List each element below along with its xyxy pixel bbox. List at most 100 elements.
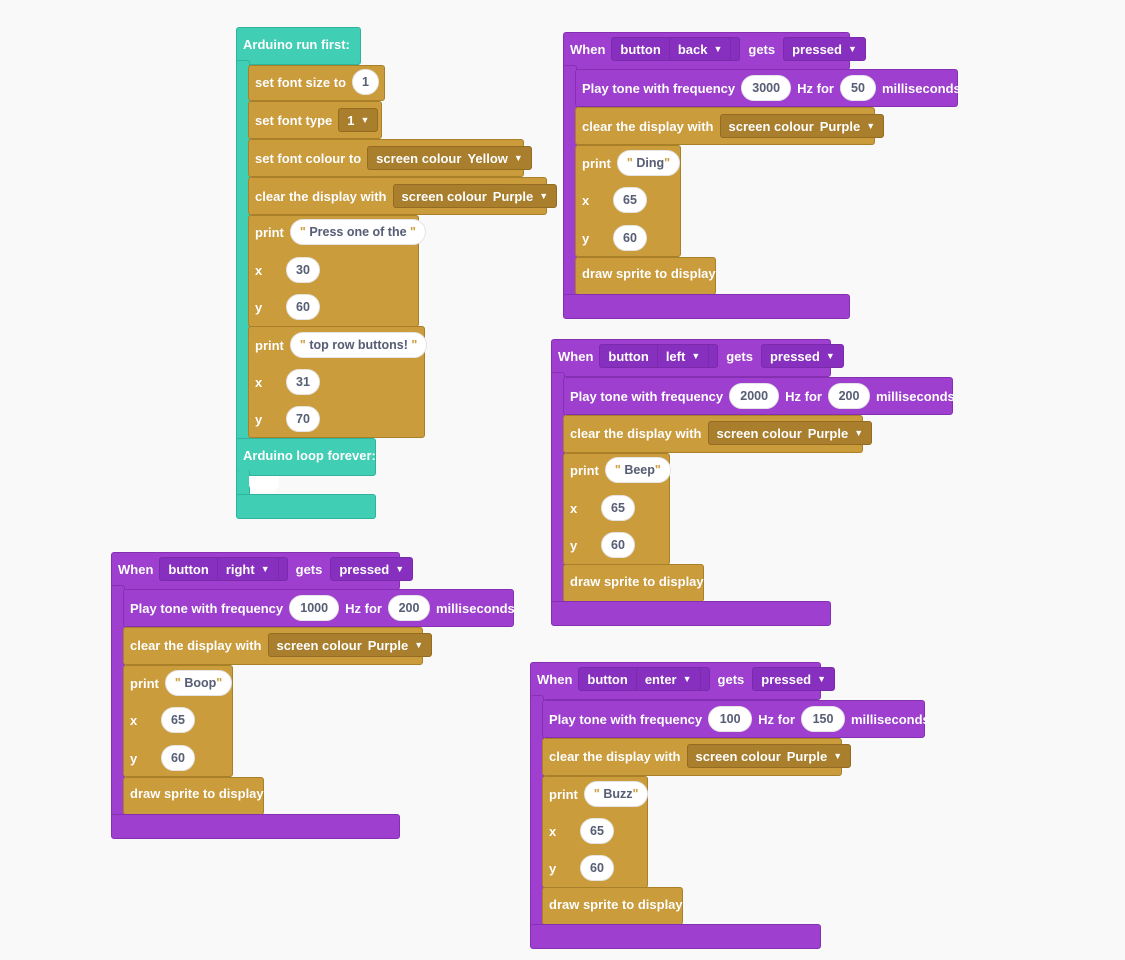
draw-sprite-block[interactable]	[123, 777, 264, 815]
play-tone-label: Play tone with frequency	[549, 711, 703, 727]
clear-display-label: clear the display with	[255, 188, 387, 204]
draw-sprite-block[interactable]	[542, 887, 683, 925]
y-label: y	[255, 299, 263, 315]
print-text-input[interactable]: " Beep"	[604, 457, 671, 483]
x-input[interactable]: 30	[286, 257, 320, 283]
x-label: x	[130, 712, 138, 728]
button-key-dropdown[interactable]: left▼	[656, 344, 710, 368]
button-key-dropdown[interactable]: enter▼	[635, 667, 701, 691]
y-input[interactable]: 60	[601, 532, 635, 558]
y-label: y	[570, 537, 578, 553]
duration-input[interactable]: 200	[828, 383, 870, 409]
print-label: print	[570, 462, 599, 478]
button-selector[interactable]: button back▼	[611, 37, 741, 61]
chevron-down-icon: ▼	[854, 428, 864, 438]
y-input[interactable]: 60	[613, 225, 647, 251]
chevron-down-icon: ▼	[539, 191, 549, 201]
print-text-value: Beep	[624, 463, 655, 477]
x-input[interactable]: 31	[286, 369, 320, 395]
print-text-input[interactable]: " Ding"	[616, 150, 681, 176]
print-text-value: Ding	[636, 156, 665, 170]
print-label: print	[255, 224, 284, 240]
font-size-input[interactable]: 1	[352, 69, 379, 95]
button-selector[interactable]: button enter▼	[578, 667, 710, 691]
event-dropdown[interactable]: pressed▼	[760, 344, 844, 368]
milliseconds-label: milliseconds	[436, 600, 515, 616]
font-colour-value: Yellow	[467, 150, 508, 166]
button-selector[interactable]: button left▼	[599, 344, 719, 368]
y-input[interactable]: 60	[286, 294, 320, 320]
x-input[interactable]: 65	[613, 187, 647, 213]
x-input[interactable]: 65	[601, 495, 635, 521]
y-input[interactable]: 60	[161, 745, 195, 771]
chevron-down-icon: ▼	[360, 115, 370, 125]
gets-label: gets	[748, 41, 776, 57]
clear-display-label: clear the display with	[582, 118, 714, 134]
x-input[interactable]: 65	[580, 818, 614, 844]
button-label: button	[620, 41, 661, 57]
duration-input[interactable]: 50	[840, 75, 876, 101]
x-input[interactable]: 65	[161, 707, 195, 733]
print-label: print	[130, 675, 159, 691]
clear-colour-value: Purple	[492, 188, 534, 204]
loop-slot-notch	[249, 476, 279, 492]
loop-forever-block[interactable]	[236, 438, 376, 476]
event-value: pressed	[339, 561, 390, 577]
frequency-input[interactable]: 1000	[289, 595, 340, 621]
button-key-value: right	[225, 561, 255, 577]
print-text-value: Boop	[184, 676, 217, 690]
duration-input[interactable]: 200	[388, 595, 430, 621]
draw-sprite-block[interactable]	[575, 257, 716, 295]
print-text-input[interactable]: " Boop"	[164, 670, 233, 696]
enter-c-foot	[530, 924, 821, 949]
when-label: When	[537, 671, 573, 687]
duration-input[interactable]: 150	[801, 706, 845, 732]
draw-sprite-label: draw sprite to display	[549, 897, 683, 912]
print-text-value: Buzz	[603, 787, 633, 801]
set-font-type-label: set font type	[255, 112, 333, 128]
clear-display-label: clear the display with	[549, 748, 681, 764]
chevron-down-icon: ▼	[691, 351, 701, 361]
set-font-size-label: set font size to	[255, 74, 347, 90]
chevron-down-icon: ▼	[817, 674, 827, 684]
clear-colour-value: Purple	[807, 425, 849, 441]
screen-colour-label: screen colour	[276, 637, 362, 653]
font-type-value: 1	[347, 112, 355, 128]
event-dropdown[interactable]: pressed▼	[783, 37, 866, 61]
print-text-input[interactable]: " top row buttons! "	[289, 332, 428, 358]
frequency-input[interactable]: 3000	[741, 75, 792, 101]
frequency-input[interactable]: 100	[708, 706, 753, 732]
font-type-dropdown[interactable]: 1▼	[338, 108, 379, 132]
button-key-dropdown[interactable]: back▼	[668, 37, 732, 61]
y-label: y	[255, 411, 263, 427]
milliseconds-label: milliseconds	[882, 80, 961, 96]
print-label: print	[549, 786, 578, 802]
event-dropdown[interactable]: pressed ▼	[330, 557, 414, 581]
print-text-input[interactable]: " Buzz"	[583, 781, 649, 807]
clear-display-label: clear the display with	[130, 637, 262, 653]
y-input[interactable]: 70	[286, 406, 320, 432]
print-text-input[interactable]: " Press one of the "	[289, 219, 426, 245]
y-input[interactable]: 60	[580, 855, 614, 881]
button-key-dropdown[interactable]: right▼	[216, 557, 279, 581]
play-tone-label: Play tone with frequency	[582, 80, 736, 96]
milliseconds-label: milliseconds	[876, 388, 955, 404]
event-value: pressed	[792, 41, 842, 57]
screen-colour-label: screen colour	[376, 150, 462, 166]
run-first-block[interactable]	[236, 27, 361, 65]
chevron-down-icon: ▼	[713, 44, 723, 54]
loop-forever-title: Arduino loop forever:	[243, 448, 376, 463]
chevron-down-icon: ▼	[395, 564, 405, 574]
print-text-value: Press one of the	[309, 225, 407, 239]
event-dropdown[interactable]: pressed▼	[752, 667, 836, 691]
frequency-input[interactable]: 2000	[729, 383, 780, 409]
chevron-down-icon: ▼	[825, 351, 835, 361]
button-selector[interactable]: button right▼	[159, 557, 288, 581]
set-font-type-block[interactable]	[248, 101, 382, 139]
